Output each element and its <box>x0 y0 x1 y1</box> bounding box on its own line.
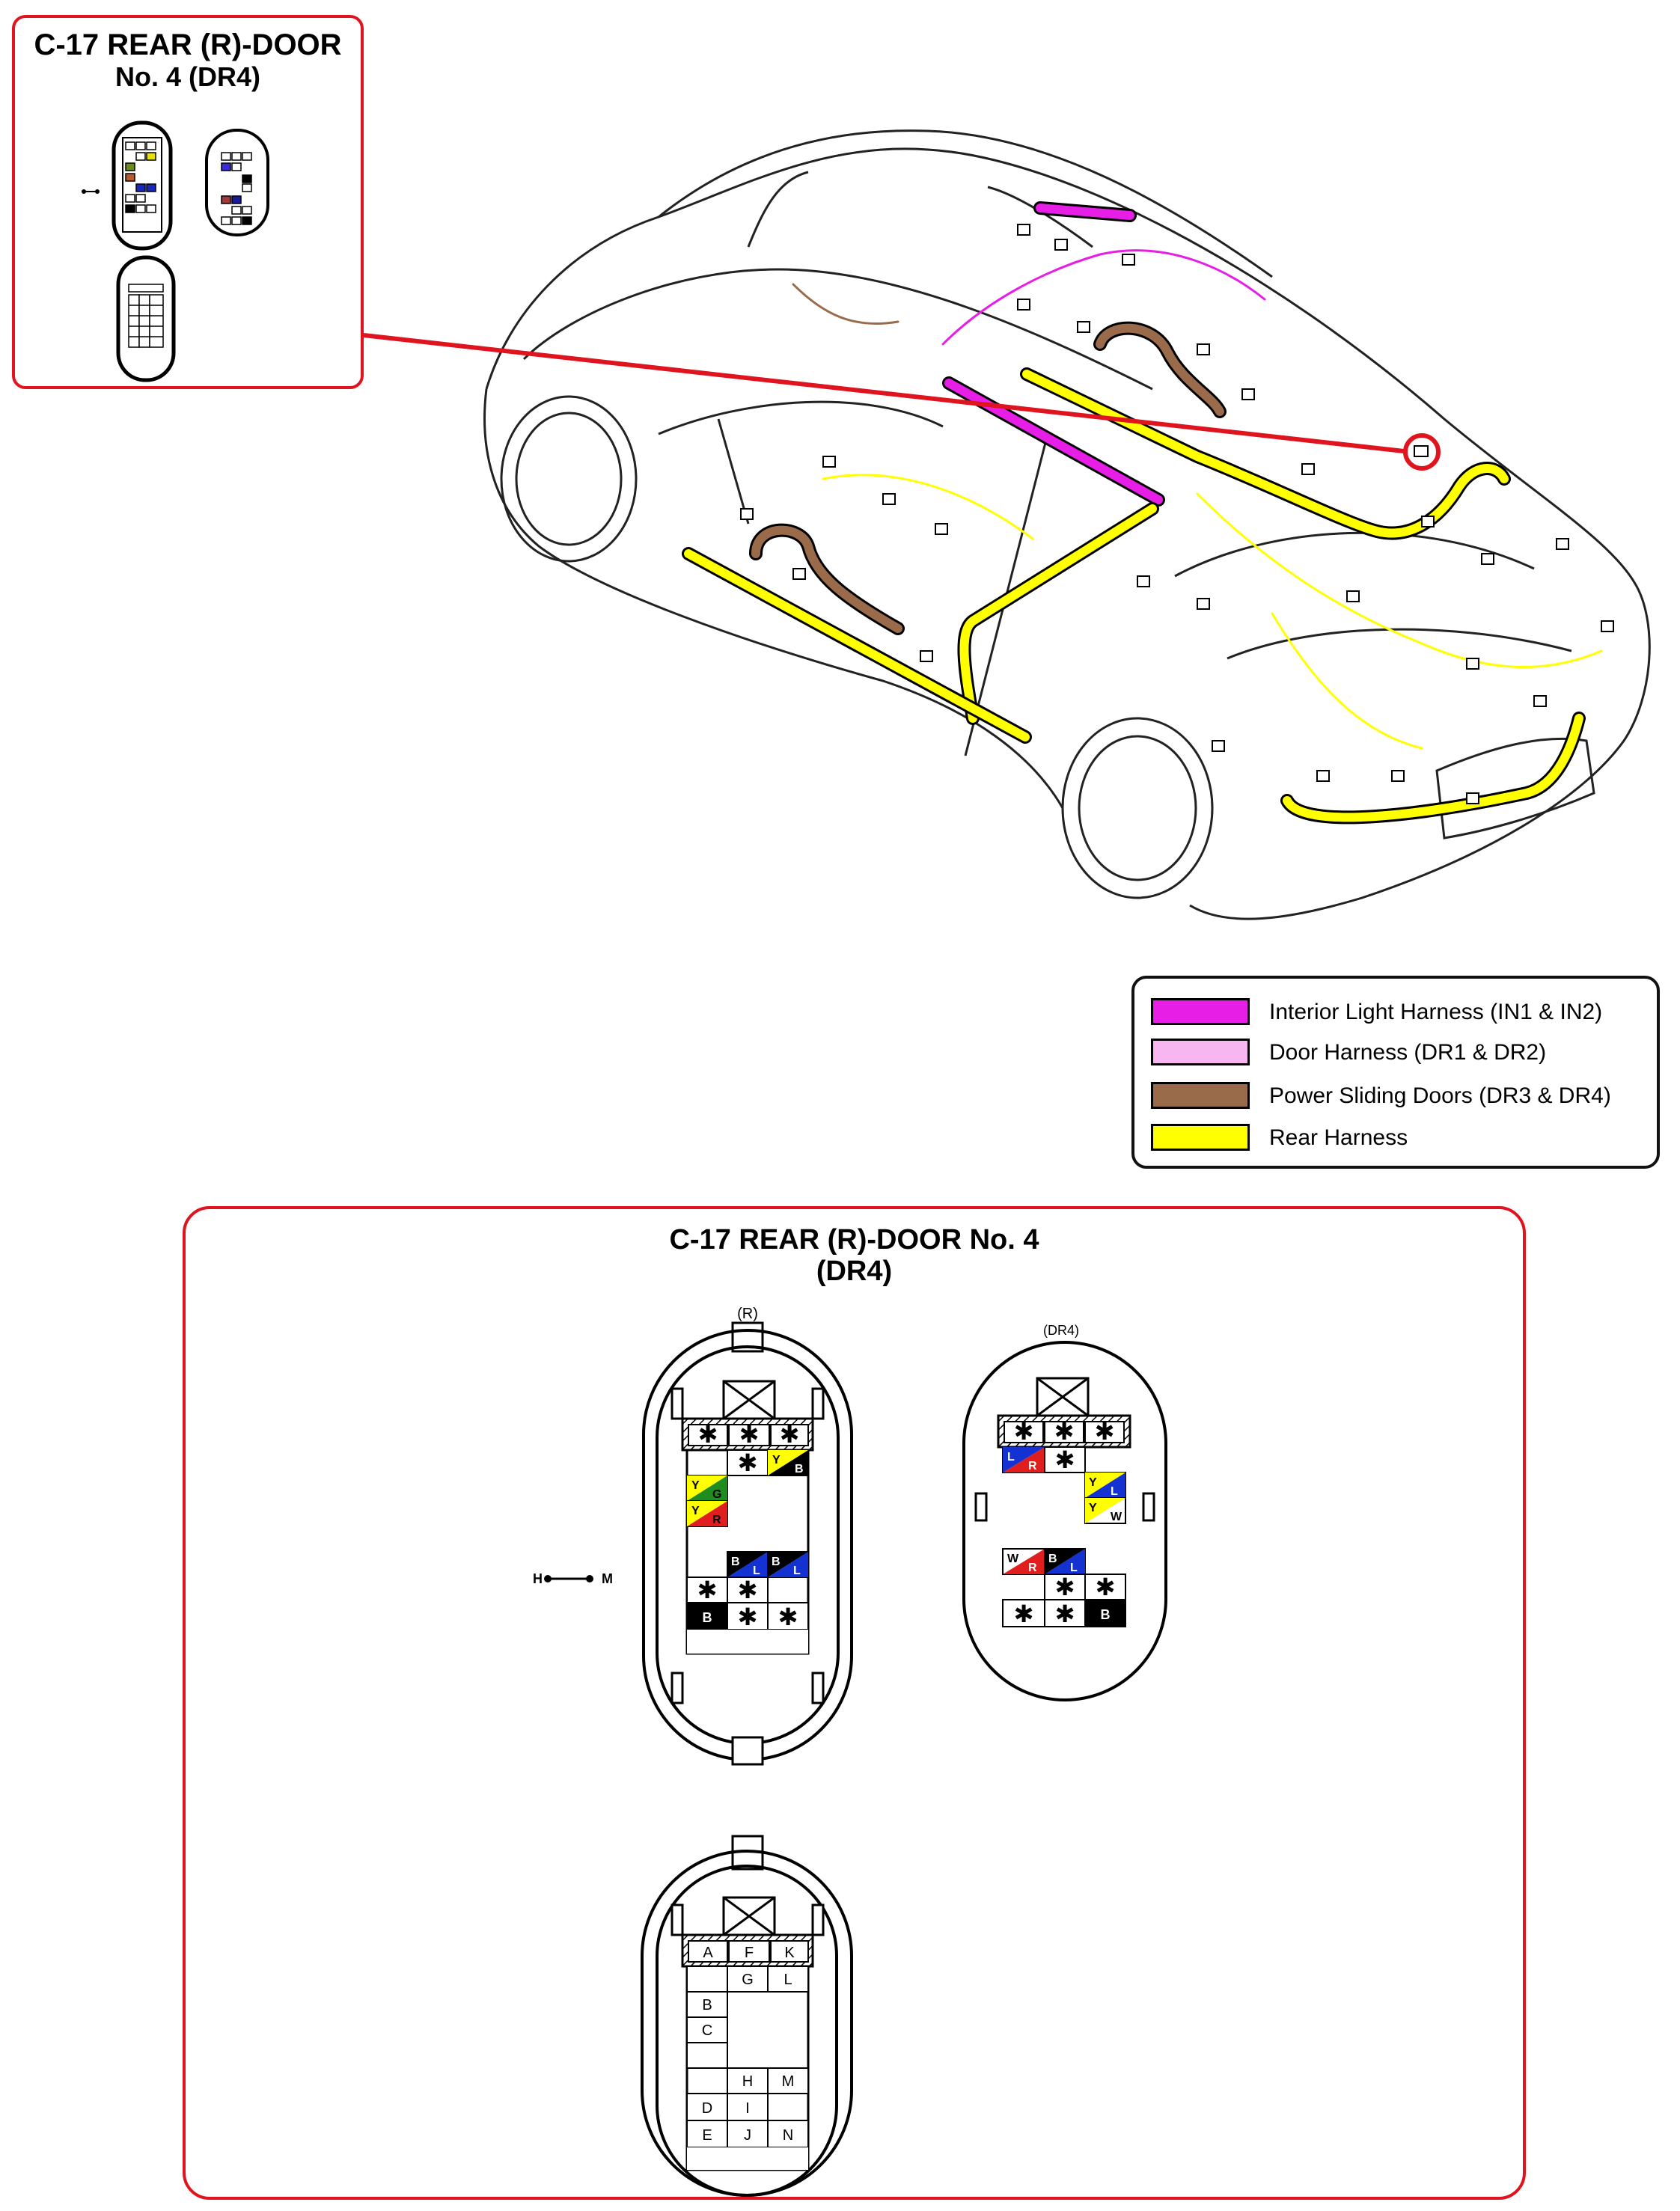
pin-letter: M <box>782 2073 795 2090</box>
pin-yw: Y W <box>1084 1497 1126 1524</box>
connector-detail-panel: C-17 REAR (R)-DOOR No. 4 (DR4) (R) <box>183 1206 1526 2200</box>
star-mark: ✱ <box>1095 1418 1115 1445</box>
wire-letter: R <box>1028 1562 1037 1574</box>
legend-label: Interior Light Harness (IN1 & IN2) <box>1269 1000 1603 1024</box>
shorting-right-label: M <box>602 1571 613 1586</box>
pin-bl-1: B L <box>727 1551 769 1578</box>
pin-yg: Y G <box>686 1475 728 1502</box>
thumb-dr4-connector <box>205 129 269 236</box>
pin-letter: A <box>703 1945 713 1961</box>
wire-letter: Y <box>772 1454 781 1467</box>
leader-line <box>363 333 1405 453</box>
pin-yl: Y L <box>1084 1472 1126 1499</box>
wire-letter: R <box>712 1514 721 1526</box>
wire-letter: W <box>1007 1553 1019 1565</box>
star-mark: ✱ <box>1055 1574 1075 1600</box>
star-mark: ✱ <box>1014 1418 1034 1445</box>
pin-letter: F <box>745 1945 754 1961</box>
legend-label: Door Harness (DR1 & DR2) <box>1269 1040 1547 1065</box>
wire-letter: B <box>1101 1607 1111 1622</box>
wire-letter: W <box>1111 1511 1122 1523</box>
wire-letter: G <box>712 1488 721 1501</box>
star-mark: ✱ <box>1055 1446 1075 1473</box>
connector-details: (R) ✱ ✱ ✱ ✱ <box>533 1306 1167 2197</box>
pin-letter: N <box>783 2127 793 2144</box>
callout-circle <box>1403 433 1441 471</box>
wire-letter: Y <box>1089 1476 1097 1489</box>
wire-letter: L <box>793 1565 801 1577</box>
pin-letter: G <box>742 1972 754 1988</box>
star-mark: ✱ <box>1014 1600 1034 1627</box>
pin-wr: W R <box>1002 1548 1045 1575</box>
wire-letter: Y <box>691 1479 700 1492</box>
connector-title-line2: No. 4 (DR4) <box>114 61 260 92</box>
star-mark: ✱ <box>1055 1600 1075 1627</box>
shorting-left-label: H <box>533 1571 543 1586</box>
connector-thumbnail-panel: C-17 REAR (R)-DOOR No. 4 (DR4) <box>12 15 364 389</box>
legend-swatch <box>1151 1082 1250 1109</box>
wire-letter: L <box>1007 1451 1015 1464</box>
pin-bl-dr4: B L <box>1044 1548 1086 1575</box>
pin-yb: Y B <box>767 1449 809 1476</box>
harness-legend: Interior Light Harness (IN1 & IN2) Door … <box>1131 976 1660 1169</box>
star-mark: ✱ <box>738 1577 758 1603</box>
wire-letter: Y <box>1089 1502 1097 1514</box>
wire-letter: B <box>731 1556 740 1568</box>
wire-letter: B <box>795 1463 804 1475</box>
pin-letter: C <box>702 2022 712 2039</box>
wire-letter: L <box>1070 1562 1078 1574</box>
star-mark: ✱ <box>698 1421 718 1448</box>
shorting-bar: H M <box>533 1571 613 1586</box>
wire-letter: B <box>772 1556 781 1568</box>
legend-swatch <box>1151 1039 1250 1065</box>
legend-label: Power Sliding Doors (DR3 & DR4) <box>1269 1083 1611 1108</box>
pin-letter: J <box>744 2127 751 2144</box>
pin-letter: B <box>702 1997 712 2013</box>
legend-swatch <box>1151 1124 1250 1151</box>
legend-swatch <box>1151 998 1250 1025</box>
pin-letter: K <box>784 1945 795 1961</box>
wire-letter: L <box>1111 1485 1118 1498</box>
detail-title-line2: (DR4) <box>816 1256 893 1287</box>
star-mark: ✱ <box>738 1603 758 1630</box>
star-mark: ✱ <box>738 1449 758 1476</box>
r-label: (R) <box>737 1306 758 1322</box>
callout-connector <box>1414 445 1429 457</box>
dr4-label: (DR4) <box>1043 1323 1079 1338</box>
pin-letter: I <box>745 2100 750 2117</box>
legend-label: Rear Harness <box>1269 1125 1408 1150</box>
connector-title-line1: C-17 REAR (R)-DOOR <box>34 28 342 61</box>
star-mark: ✱ <box>778 1603 798 1630</box>
pin-letter: E <box>702 2127 712 2144</box>
connector-thumbnails <box>82 120 269 382</box>
pin-letter: H <box>742 2073 753 2090</box>
harness-connectors <box>740 224 1614 804</box>
wire-letter: L <box>753 1565 760 1577</box>
pin-letter: L <box>784 1972 792 1988</box>
vehicle-harness-illustration <box>363 129 1651 920</box>
pin-letter-connector: A F K G L B C H M D I E J <box>641 1835 853 2197</box>
star-mark: ✱ <box>780 1421 800 1448</box>
dr4-connector: (DR4) ✱ ✱ ✱ L R ✱ <box>962 1323 1167 1701</box>
wire-letter: R <box>1028 1460 1037 1473</box>
detail-title-line1: C-17 REAR (R)-DOOR No. 4 <box>669 1224 1039 1256</box>
star-mark: ✱ <box>1096 1574 1116 1600</box>
star-mark: ✱ <box>739 1421 760 1448</box>
pin-yr: Y R <box>686 1500 728 1527</box>
r-connector: (R) ✱ ✱ ✱ ✱ <box>533 1306 853 1766</box>
pin-letter: D <box>702 2100 712 2117</box>
harness-lines <box>682 201 1603 825</box>
wire-letter: B <box>703 1610 712 1625</box>
thumb-pin-connector <box>116 255 176 382</box>
star-mark: ✱ <box>1054 1418 1075 1445</box>
wire-letter: Y <box>691 1505 700 1517</box>
star-mark: ✱ <box>697 1577 718 1603</box>
pin-lr: L R <box>1002 1446 1045 1473</box>
thumb-r-connector <box>82 120 173 251</box>
wire-letter: B <box>1048 1553 1057 1565</box>
pin-bl-2: B L <box>767 1551 809 1578</box>
